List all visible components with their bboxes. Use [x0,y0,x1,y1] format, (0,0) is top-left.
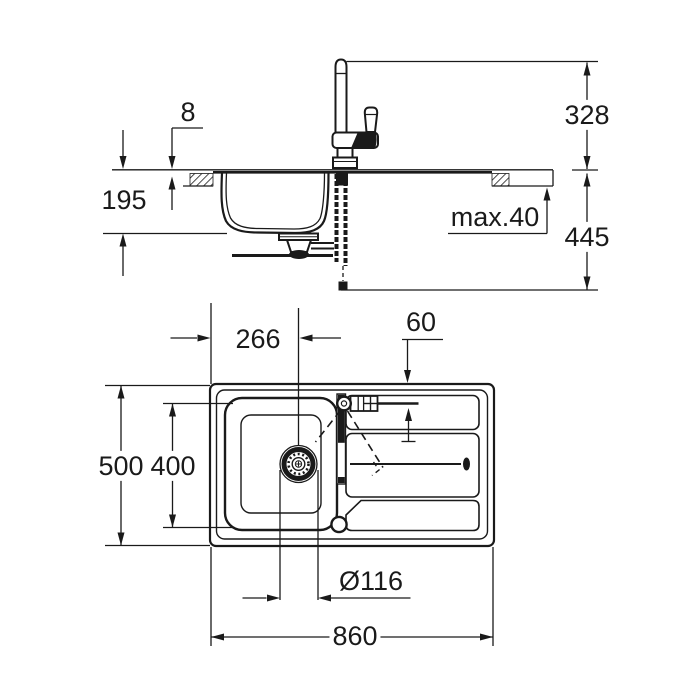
dim-8 [168,127,203,210]
dim-400 [169,403,176,528]
drain-strainer [279,444,318,484]
plan-view [105,303,496,646]
dim-500 [117,385,125,546]
dim-266 [170,334,341,342]
dim-60 [401,338,443,443]
side-view [103,58,598,291]
dim-195 [119,130,127,276]
dim-116 [242,594,411,602]
dim-max40 [448,187,551,235]
faucet-side [331,58,379,169]
faucet-plan [314,395,419,477]
dim-328-445 [583,62,591,290]
dim-860 [211,633,493,641]
